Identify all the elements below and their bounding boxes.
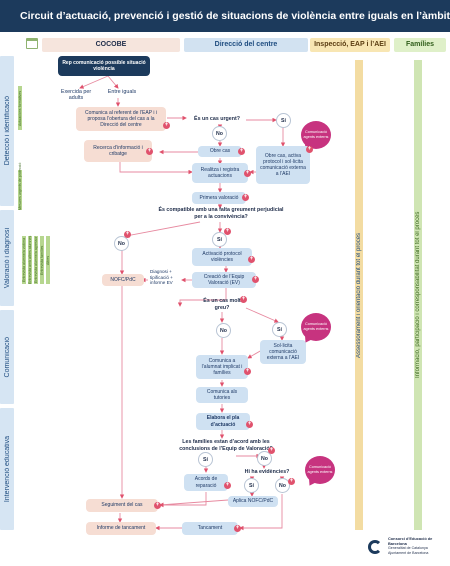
wire-aplica-seguiment <box>159 499 229 507</box>
wire-rep-exercida <box>79 75 109 89</box>
plus-circle-icon[interactable]: + <box>268 447 275 454</box>
column-families: Famílies <box>394 38 446 52</box>
inspeccio-band <box>355 60 363 530</box>
decision-si-evidencies: Sí <box>244 478 259 493</box>
node-acords: Acords de reparació <box>184 474 228 491</box>
node-diagnosi: Diagnosi + tipificació + informe EV <box>150 269 173 285</box>
decision-no-greu: No <box>216 323 231 338</box>
node-elabora: Elabora el pla d’actuació <box>196 413 250 430</box>
node-entre-iguals: Entre iguals <box>107 89 137 95</box>
logo-line2: Generalitat de Catalunya <box>388 546 428 551</box>
node-exercida-adults: Exercida per adults <box>60 89 92 102</box>
node-nofc: NOFC/PdC <box>102 274 144 286</box>
decision-si-families: Sí <box>198 452 213 467</box>
plus-circle-icon[interactable]: + <box>224 228 231 235</box>
plus-circle-icon[interactable]: + <box>146 148 153 155</box>
phase-bar-intervencio <box>0 408 14 530</box>
node-primera-valoracio: Primera valoració <box>192 192 246 204</box>
node-recerca: Recerca d’informació i cribatge <box>84 140 152 162</box>
decision-no-families: No <box>257 451 272 466</box>
note-band-5 <box>34 236 38 284</box>
note-band-7 <box>46 236 50 284</box>
node-activacio: Activació protocol violències <box>192 248 252 266</box>
page-title: Circuit d’actuació, prevenció i gestió d… <box>0 0 450 32</box>
wire-q-no <box>125 221 201 238</box>
column-inspeccio: Inspecció, EAP i l’AEI <box>310 38 390 52</box>
note-band-3 <box>22 236 26 284</box>
plus-circle-icon[interactable]: + <box>154 502 161 509</box>
phase-bar-comunicacio <box>0 310 14 404</box>
node-comunica-tutories: Comunica als tutories <box>196 387 248 403</box>
calendar-icon <box>26 38 38 49</box>
plus-circle-icon[interactable]: + <box>252 276 259 283</box>
node-seguiment: Seguiment del cas <box>86 499 158 512</box>
question-compatible: És compatible amb una falta greument per… <box>158 207 284 220</box>
plus-circle-icon[interactable]: + <box>242 194 249 201</box>
decision-si-urgent: Sí <box>276 113 291 128</box>
wire-greu-si <box>245 307 279 323</box>
decision-no-evidencies: No <box>275 478 290 493</box>
decision-no-compatible: No <box>114 236 129 251</box>
column-cocobe: COCOBE <box>42 38 180 52</box>
plus-circle-icon[interactable]: + <box>288 478 295 485</box>
wire-acords-seguiment <box>159 492 207 508</box>
plus-circle-icon[interactable]: + <box>244 170 251 177</box>
consorci-logo <box>368 540 382 554</box>
bubble-agents-externs-1: Comunicació agents externs <box>301 121 331 149</box>
wire-rep-iguals <box>107 75 119 89</box>
plus-circle-icon[interactable]: + <box>248 256 255 263</box>
logo-line3: Ajuntament de Barcelona <box>388 550 429 555</box>
note-band-1 <box>18 86 22 130</box>
phase-bar-valoracio <box>0 210 14 306</box>
plus-circle-icon[interactable]: + <box>246 421 253 428</box>
families-band <box>414 60 422 530</box>
node-tancament: Tancament <box>182 522 238 535</box>
node-comunica-alumnat: Comunica a l’alumnat implicat i famílies <box>196 355 248 379</box>
plus-circle-icon[interactable]: + <box>124 231 131 238</box>
plus-circle-icon[interactable]: + <box>238 148 245 155</box>
decision-si-greu: Sí <box>272 322 287 337</box>
note-band-6 <box>40 236 44 284</box>
logo-line1: Consorci d’Educació de Barcelona <box>388 536 433 546</box>
node-aplica: Aplica NOFC/PdC <box>228 496 278 507</box>
logo-text: Consorci d’Educació de Barcelona General… <box>388 536 448 555</box>
question-urgent: És un cas urgent? <box>194 116 240 122</box>
plus-circle-icon[interactable]: + <box>306 146 313 153</box>
phase-bar-deteccio <box>0 56 14 206</box>
wire-creacio-greu <box>177 288 227 307</box>
node-informe: Informe de tancament <box>86 522 156 535</box>
bubble-agents-externs-3: Comunicació agents externs <box>305 456 335 484</box>
node-obre-activa: Obre cas, activa protocol i sol·licita c… <box>256 146 310 184</box>
bubble-agents-externs-2: Comunicació agents externs <box>301 313 331 341</box>
wire-recerca-realitza <box>119 162 193 175</box>
plus-circle-icon[interactable]: + <box>224 482 231 489</box>
node-realitza: Realitza i registra actuacions <box>192 163 248 183</box>
node-creacio-ev: Creació de l’Equip Valoració (EV) <box>192 272 256 288</box>
node-rep-comunicacio: Rep comunicació possible situació violèn… <box>58 56 150 76</box>
wire-no2-tancament <box>239 494 283 531</box>
note-band-2 <box>18 170 22 210</box>
note-band-4 <box>28 236 32 284</box>
node-obre-cas: Obre cas <box>198 146 242 157</box>
column-direccio: Direcció del centre <box>184 38 308 52</box>
node-comunica-referent: Comunica al referent de l’EAP i i propos… <box>76 107 166 131</box>
plus-circle-icon[interactable]: + <box>240 296 247 303</box>
plus-circle-icon[interactable]: + <box>244 368 251 375</box>
plus-circle-icon[interactable]: + <box>163 122 170 129</box>
question-evidencies: Hi ha evidències? <box>244 469 290 475</box>
node-sollicita: Sol·licita comunicació externa a l’AEI <box>260 340 306 364</box>
decision-no-urgent: No <box>212 126 227 141</box>
question-greu: És un cas molt greu? <box>203 298 241 311</box>
decision-si-compatible: Sí <box>212 232 227 247</box>
plus-circle-icon[interactable]: + <box>234 525 241 532</box>
question-families: Les famílies estan d’acord amb les concl… <box>179 439 273 452</box>
wire-sollicita-comunica <box>247 349 263 359</box>
